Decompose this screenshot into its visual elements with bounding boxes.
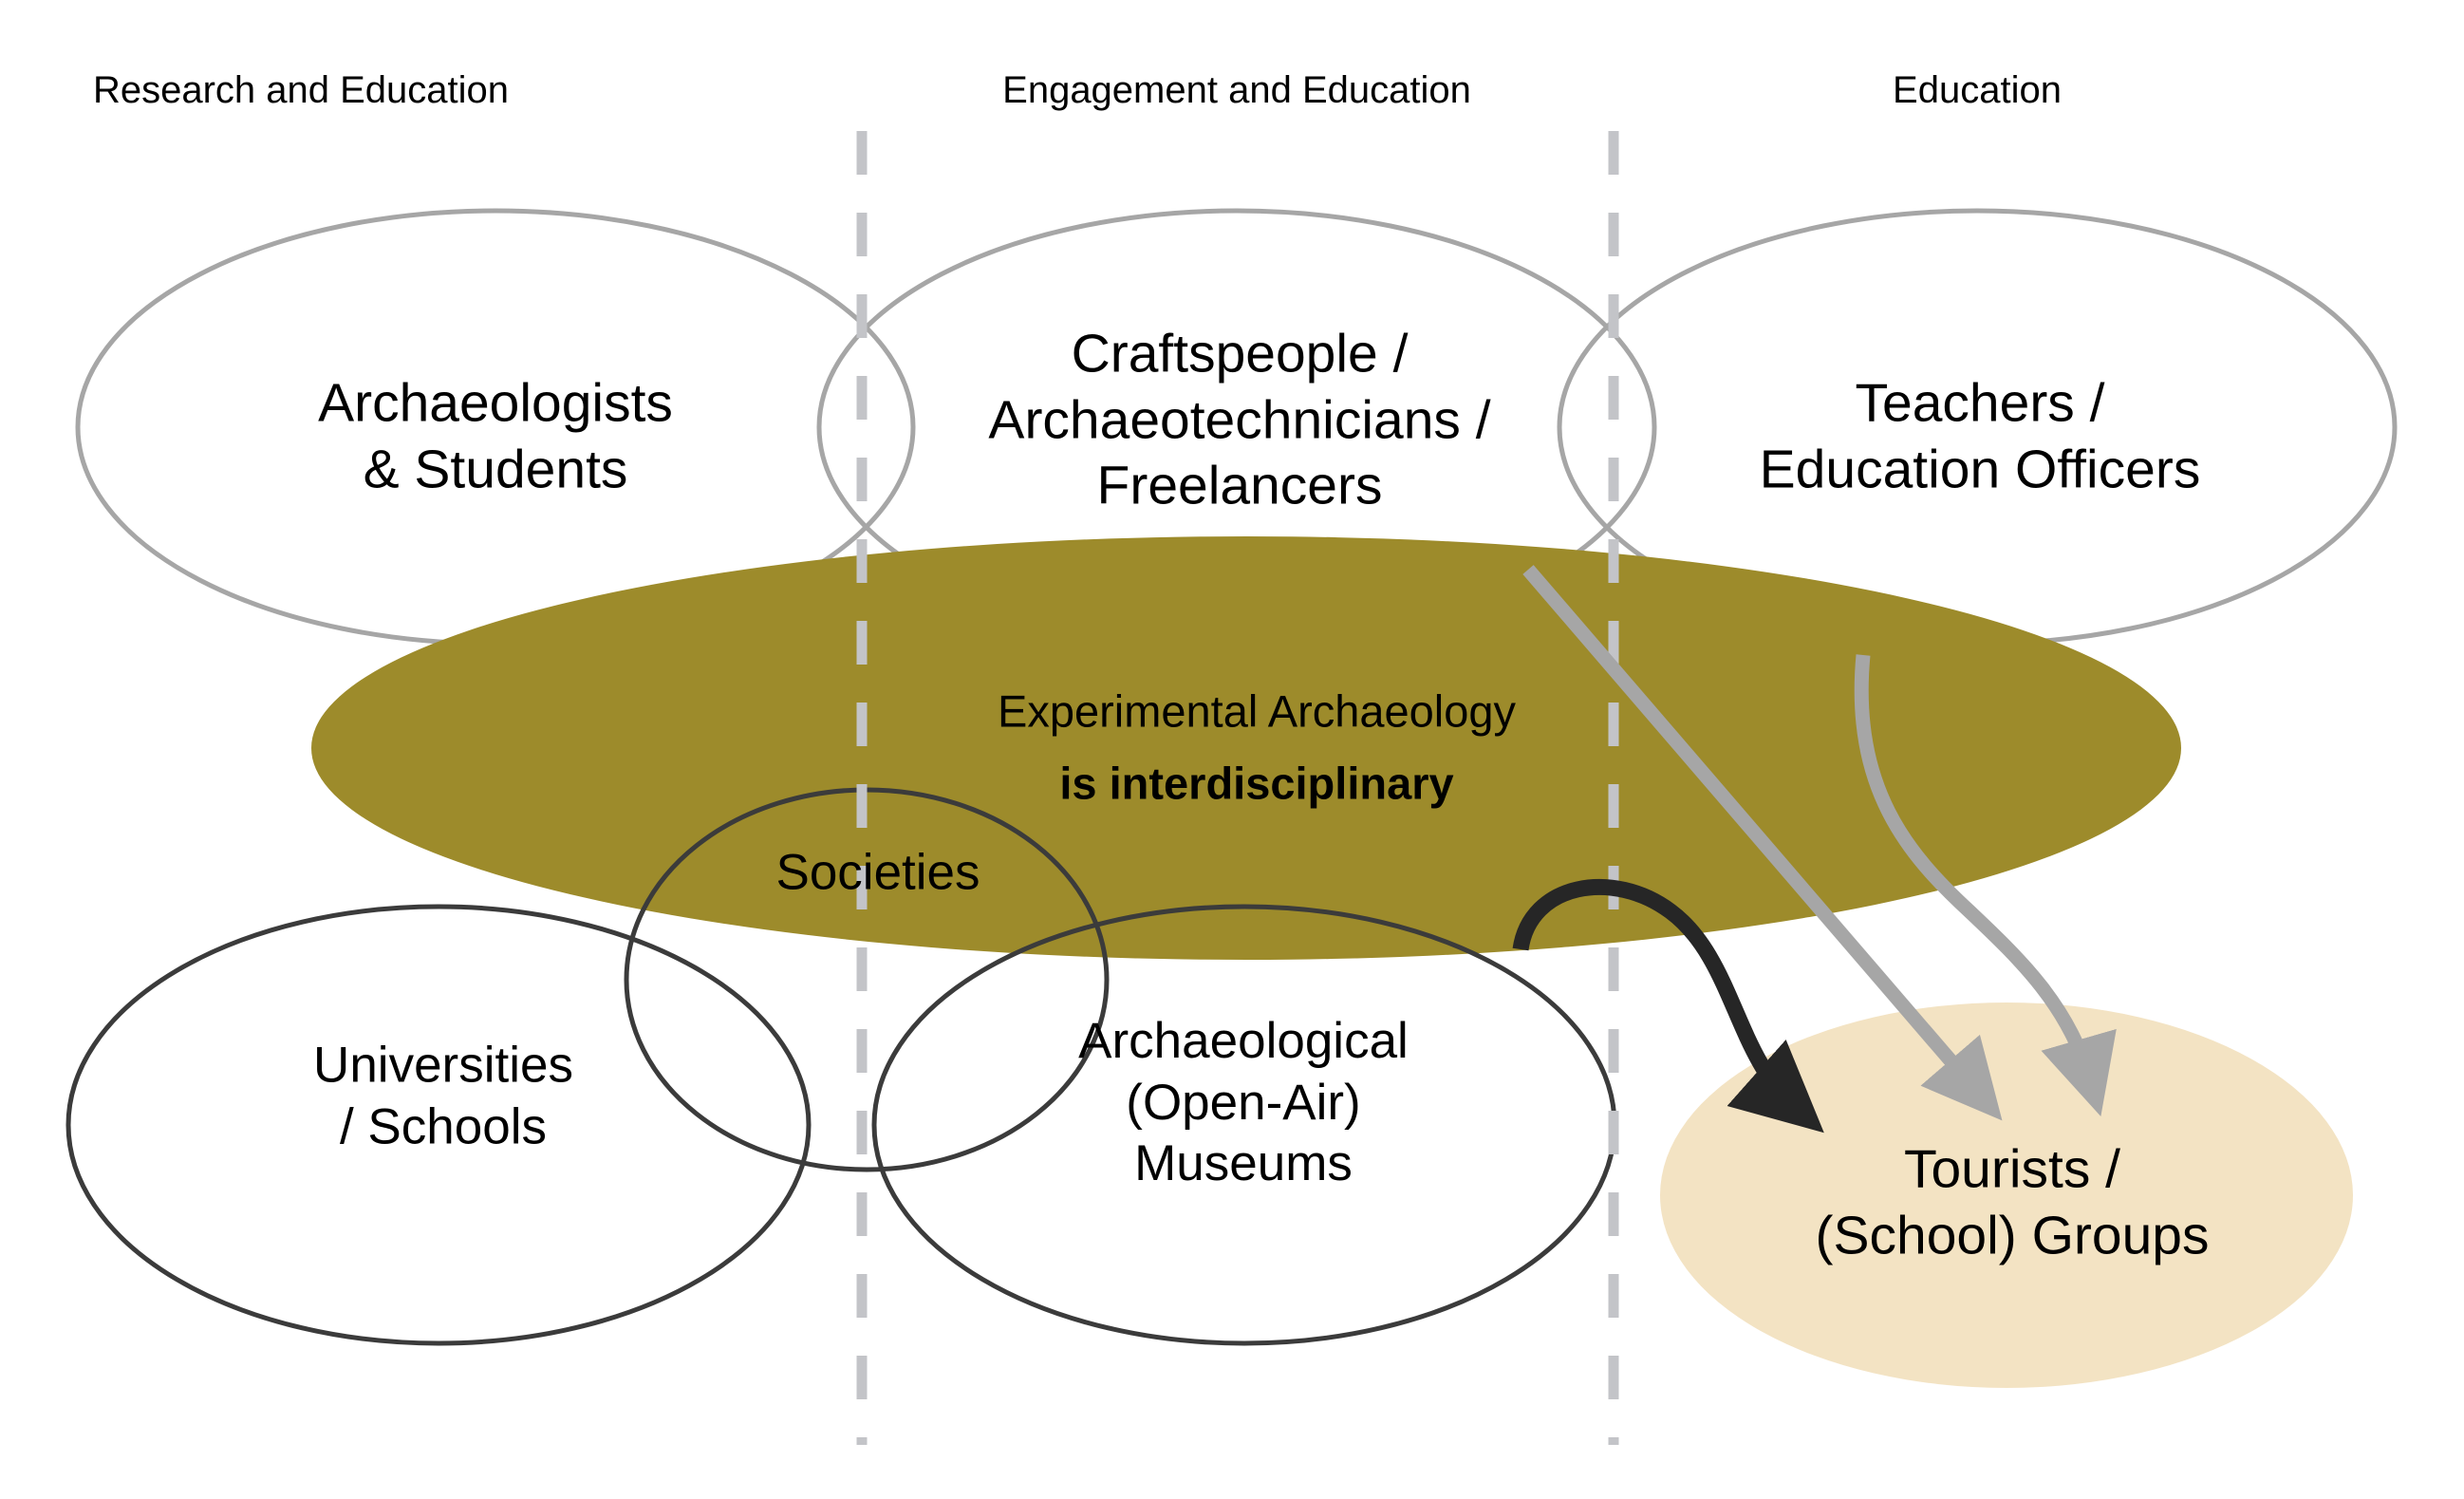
arrow-craftspeople-to-tourists: [1522, 565, 2003, 1121]
ellipse-experimental-archaeology: [311, 536, 2181, 960]
column-label-engagement-education: Engagement and Education: [1002, 69, 1471, 111]
ellipse-tourists-school-groups: [1660, 1002, 2353, 1388]
column-label-education: Education: [1893, 69, 2062, 111]
ellipse-archaeological-open-air-museums: [871, 904, 1617, 1346]
arrow-museums-to-tourists: [1512, 878, 1824, 1134]
arrow-teachers-to-tourists: [1854, 654, 2117, 1117]
column-label-research-education: Research and Education: [92, 69, 510, 111]
ellipse-universities-schools: [65, 904, 812, 1346]
